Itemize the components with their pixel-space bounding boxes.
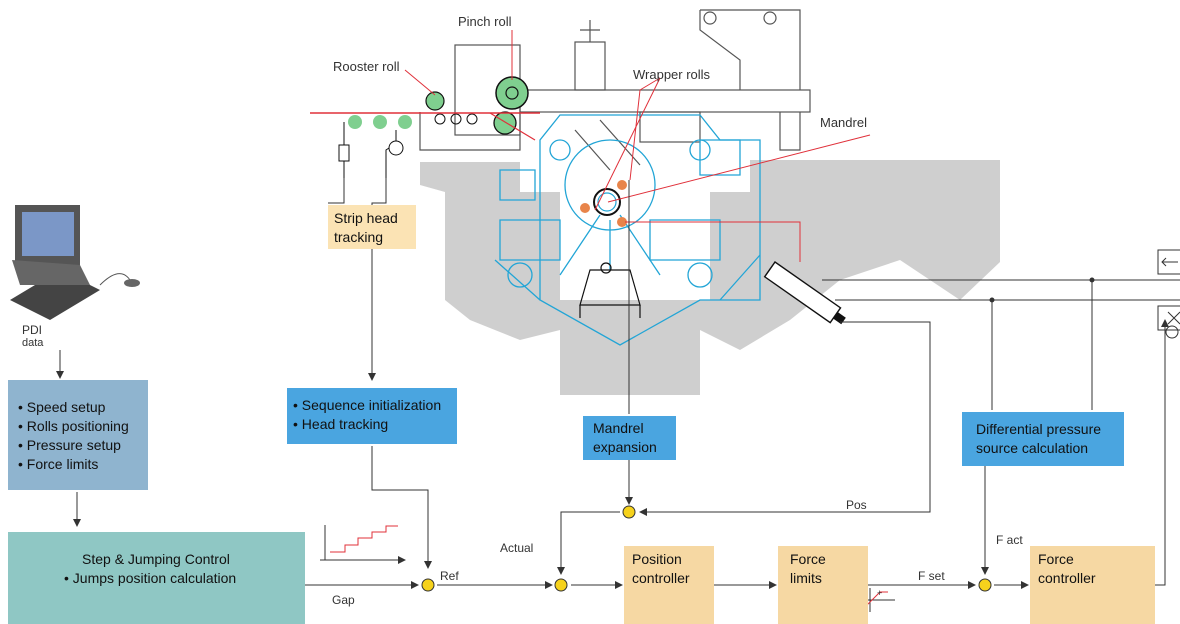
mandrel-label: Mandrel (820, 115, 867, 130)
pdi-label: PDI data (22, 324, 43, 350)
wrapper-roll (580, 203, 590, 213)
coiler-machine (310, 9, 1000, 395)
pinch-roll-label: Pinch roll (458, 14, 512, 29)
position-controller-line1: Position (632, 551, 682, 567)
differential-pressure-box: Differential pressure source calculation (962, 412, 1124, 466)
f-act-label: F act (996, 533, 1023, 547)
coiler-housing (494, 114, 761, 346)
step-jumping-title: Step & Jumping Control (82, 551, 230, 567)
staircase-graph-icon (320, 525, 405, 560)
force-limits-box: Force limits (778, 546, 868, 624)
ref-label: Ref (440, 569, 459, 583)
table-roll (398, 115, 412, 129)
setup-item: Pressure setup (18, 436, 138, 455)
differential-pressure-line2: source calculation (976, 440, 1089, 456)
summing-node-pos (622, 505, 636, 519)
force-limits-line1: Force (790, 551, 826, 567)
position-controller-line2: controller (632, 570, 690, 586)
differential-pressure-line1: Differential pressure (976, 421, 1102, 437)
pdi-label-line1: PDI (22, 323, 43, 337)
force-limits-line2: limits (790, 570, 822, 586)
mandrel-expansion-line1: Mandrel (593, 420, 644, 436)
setup-list: Speed setup Rolls positioning Pressure s… (18, 398, 138, 474)
position-controller-box: Position controller (624, 546, 714, 624)
force-controller-line1: Force (1038, 551, 1074, 567)
summing-node-fact (978, 578, 992, 592)
sequence-list: Sequence initialization Head tracking (293, 396, 451, 434)
pdi-label-line2: data (22, 337, 44, 349)
strip-head-tracking-line1: Strip head (334, 210, 398, 226)
step-jumping-item-text: Jumps position calculation (72, 570, 237, 586)
strip-head-tracking-line2: tracking (334, 229, 384, 245)
sequence-item: Sequence initialization (293, 396, 451, 415)
svg-text:+: + (877, 588, 882, 598)
sequence-box: Sequence initialization Head tracking (287, 388, 457, 444)
callout-lines (404, 30, 871, 262)
wrapper-roll (617, 180, 627, 190)
strip-head-tracking-box: Strip head tracking (328, 205, 416, 249)
mandrel-expansion-line2: expansion (593, 439, 657, 455)
upper-frame (419, 9, 811, 171)
wrapper-roll (617, 217, 627, 227)
setup-item: Rolls positioning (18, 417, 138, 436)
setup-box: Speed setup Rolls positioning Pressure s… (8, 380, 148, 490)
setup-item: Force limits (18, 455, 138, 474)
wrapper-rolls-label: Wrapper rolls (633, 67, 711, 82)
summing-node-ref (421, 578, 435, 592)
mandrel-drum (593, 188, 621, 216)
hydraulic-cylinder (763, 261, 846, 325)
pinch-roll (495, 76, 529, 110)
step-jumping-box: Step & Jumping Control • Jumps position … (8, 532, 305, 624)
computer-icon (10, 205, 140, 320)
actual-label: Actual (500, 541, 534, 555)
sensor-tracking (388, 140, 404, 156)
rooster-roll (425, 91, 445, 111)
summing-nodes (421, 505, 992, 592)
mandrel-expansion-box: Mandrel expansion (583, 416, 676, 460)
rooster-roll-label: Rooster roll (333, 59, 400, 74)
setup-item: Speed setup (18, 398, 138, 417)
table-roll (348, 115, 362, 129)
summing-node-actual (554, 578, 568, 592)
mandrel-carriage (579, 262, 641, 318)
signal-lines (56, 178, 1180, 589)
step-jumping-item: • Jumps position calculation (64, 570, 237, 586)
sequence-item: Head tracking (293, 415, 451, 434)
force-controller-box: Force controller (1030, 546, 1155, 624)
pos-label: Pos (846, 498, 867, 512)
ground-pit (420, 160, 1000, 395)
f-set-label: F set (918, 569, 945, 583)
pinch-roll-lower (493, 111, 517, 135)
table-roll (373, 115, 387, 129)
gap-label: Gap (332, 593, 355, 607)
sensor-hmd (338, 144, 350, 162)
force-controller-line2: controller (1038, 570, 1096, 586)
servo-valve-icon (1157, 249, 1180, 339)
